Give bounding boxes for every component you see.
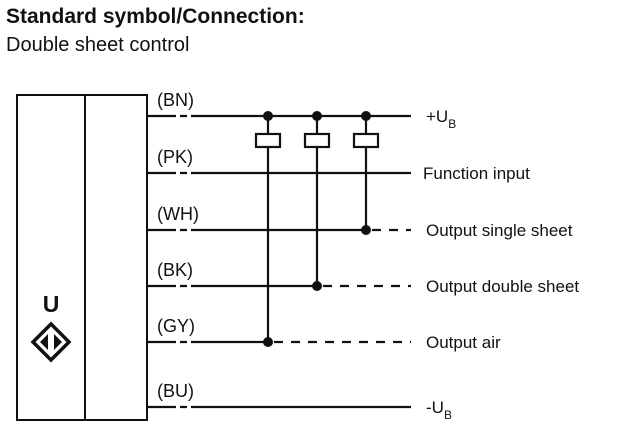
supply-negative-label: -UB bbox=[426, 398, 452, 422]
output-double-sheet-label: Output double sheet bbox=[426, 277, 579, 296]
function-input-label: Function input bbox=[423, 164, 530, 183]
output-single-sheet-label: Output single sheet bbox=[426, 221, 573, 240]
supply-negative-text: -U bbox=[426, 398, 444, 417]
device-housing bbox=[16, 94, 148, 421]
output-air-label: Output air bbox=[426, 333, 501, 352]
ultrasonic-sensor-icon bbox=[30, 321, 72, 363]
supply-positive-label: +UB bbox=[426, 107, 456, 131]
supply-positive-text: +U bbox=[426, 107, 448, 126]
junction-dot bbox=[312, 111, 322, 121]
load-resistor-single-sheet bbox=[352, 116, 380, 230]
load-resistor-air bbox=[254, 116, 282, 342]
diagram-title: Standard symbol/Connection: bbox=[6, 5, 305, 28]
junction-dot bbox=[263, 337, 273, 347]
wire-code-pk: (PK) bbox=[157, 147, 193, 167]
load-resistor-double-sheet bbox=[303, 116, 331, 286]
wire-code-gy: (GY) bbox=[157, 316, 195, 336]
wire-code-bn: (BN) bbox=[157, 90, 194, 110]
supply-positive-subscript: B bbox=[448, 117, 456, 131]
wire-code-wh: (WH) bbox=[157, 204, 199, 224]
wire-code-bk: (BK) bbox=[157, 260, 193, 280]
junction-dot bbox=[361, 111, 371, 121]
diagram-subtitle: Double sheet control bbox=[6, 34, 190, 56]
junction-dot bbox=[263, 111, 273, 121]
wire-code-bu: (BU) bbox=[157, 381, 194, 401]
device-symbol: U bbox=[43, 291, 60, 317]
junction-dot bbox=[312, 281, 322, 291]
junction-dot bbox=[361, 225, 371, 235]
supply-negative-subscript: B bbox=[444, 408, 452, 422]
